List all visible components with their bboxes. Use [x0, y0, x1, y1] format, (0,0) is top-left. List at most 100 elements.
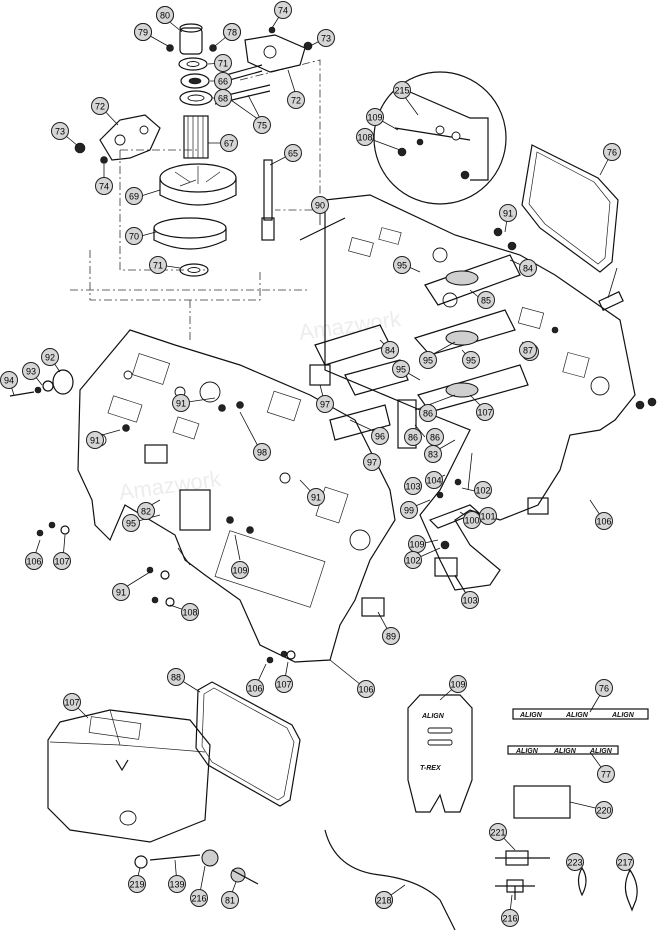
callout-number: 109 [367, 113, 382, 123]
callout-number: 107 [64, 698, 79, 708]
callout-104: 104 [425, 471, 443, 489]
callout-number: 84 [523, 264, 533, 274]
callout-92: 92 [41, 348, 59, 366]
callout-223: 223 [566, 853, 584, 871]
callout-number: 97 [320, 400, 330, 410]
callout-number: 109 [409, 540, 424, 550]
callout-number: 103 [462, 596, 477, 606]
callout-91: 91 [307, 488, 325, 506]
callout-67: 67 [220, 134, 238, 152]
canopy-tool-220: ALIGN T-REX [407, 694, 473, 813]
callout-number: 94 [4, 376, 14, 386]
frame-back-plate [324, 194, 636, 591]
callout-139: 139 [168, 875, 186, 893]
callout-108: 108 [181, 603, 199, 621]
callout-100: 100 [463, 511, 481, 529]
callout-103: 103 [404, 477, 422, 495]
tank-strap-76-top [521, 144, 619, 273]
callout-74: 74 [274, 1, 292, 19]
callout-101: 101 [479, 507, 497, 525]
callout-number: 79 [138, 28, 148, 38]
callout-number: 98 [257, 448, 267, 458]
callout-95: 95 [393, 256, 411, 274]
callout-109: 109 [231, 561, 249, 579]
callout-85: 85 [477, 291, 495, 309]
callout-number: 70 [129, 232, 139, 242]
fuel-tank-77 [47, 709, 211, 843]
callout-109: 109 [366, 108, 384, 126]
callout-number: 95 [423, 356, 433, 366]
callout-106: 106 [595, 512, 613, 530]
callout-number: 90 [315, 201, 325, 211]
collar-63 [179, 27, 203, 55]
decal-222-text-2: ALIGN [553, 748, 577, 755]
callout-106: 106 [25, 552, 43, 570]
callout-107: 107 [53, 552, 71, 570]
callout-88: 88 [167, 668, 185, 686]
callout-number: 97 [367, 458, 377, 468]
callout-number: 107 [276, 680, 291, 690]
callout-66: 66 [214, 72, 232, 90]
callout-number: 216 [502, 914, 517, 924]
callout-number: 69 [129, 192, 139, 202]
callout-number: 81 [225, 896, 235, 906]
callout-217: 217 [616, 853, 634, 871]
callout-number: 96 [375, 432, 385, 442]
callout-77: 77 [597, 765, 615, 783]
fasteners [9, 217, 657, 664]
callout-89: 89 [382, 627, 400, 645]
clutch-assembly [70, 23, 321, 340]
detail-view-215 [373, 71, 507, 205]
callout-75: 75 [253, 116, 271, 134]
callout-number: 91 [90, 436, 100, 446]
callout-bubbles: 6364647473716668727273747567656970712151… [0, 1, 634, 927]
callout-221: 221 [489, 823, 507, 841]
tank-strap-76-bottom [195, 681, 301, 807]
callout-97: 97 [363, 453, 381, 471]
callout-71: 71 [214, 54, 232, 72]
decal-221-text-2: ALIGN [565, 712, 589, 719]
callout-107: 107 [275, 675, 293, 693]
callout-216: 216 [501, 909, 519, 927]
callout-79: 79 [134, 23, 152, 41]
callout-number: 83 [428, 450, 438, 460]
callout-number: 82 [141, 507, 151, 517]
callout-number: 95 [466, 356, 476, 366]
callout-number: 218 [376, 896, 391, 906]
callout-number: 101 [480, 512, 495, 522]
fuel-line-parts [134, 849, 259, 885]
callout-76: 76 [595, 679, 613, 697]
cross-members [309, 254, 529, 449]
callout-number: 68 [218, 94, 228, 104]
callout-number: 77 [601, 770, 611, 780]
callout-73: 73 [317, 29, 335, 47]
callout-84: 84 [519, 259, 537, 277]
callout-107: 107 [63, 693, 81, 711]
callout-number: 220 [596, 806, 611, 816]
callout-number: 109 [232, 566, 247, 576]
callout-94: 94 [0, 371, 18, 389]
callout-218: 218 [375, 891, 393, 909]
callout-103: 103 [461, 591, 479, 609]
callout-108: 108 [356, 128, 374, 146]
decal-221-text-1: ALIGN [519, 712, 543, 719]
callout-number: 76 [599, 684, 609, 694]
callout-number: 74 [99, 182, 109, 192]
callout-number: 86 [408, 433, 418, 443]
callout-91: 91 [499, 204, 517, 222]
callout-number: 95 [396, 365, 406, 375]
callout-74: 74 [95, 177, 113, 195]
callout-82: 82 [137, 502, 155, 520]
callout-number: 78 [227, 28, 237, 38]
callout-109: 109 [408, 535, 426, 553]
callout-95: 95 [392, 360, 410, 378]
decal-222-text-3: ALIGN [589, 748, 613, 755]
callout-number: 106 [596, 517, 611, 527]
callout-76: 76 [603, 143, 621, 161]
callout-number: 85 [481, 296, 491, 306]
callout-number: 221 [490, 828, 505, 838]
callout-number: 65 [288, 149, 298, 159]
callout-number: 139 [169, 880, 184, 890]
callout-number: 73 [321, 34, 331, 44]
